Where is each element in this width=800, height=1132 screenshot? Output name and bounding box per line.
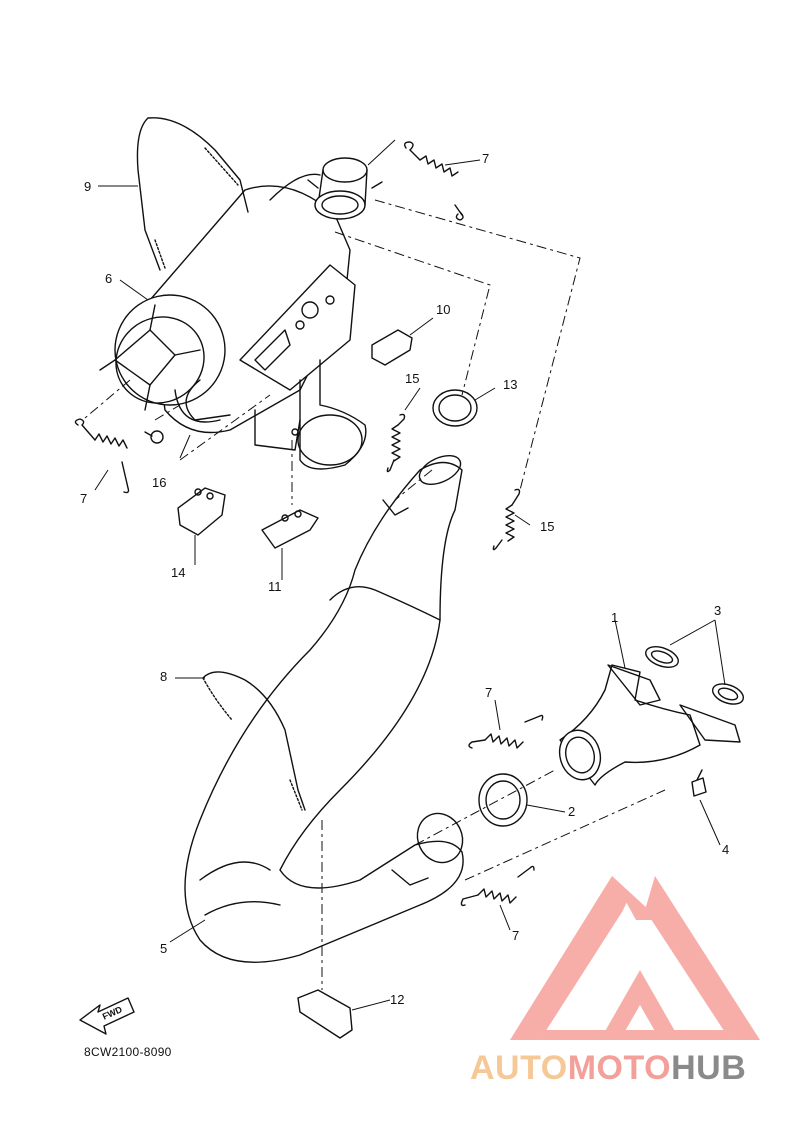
spring-15-lower: [492, 488, 521, 551]
fwd-arrow: [79, 997, 135, 1035]
leader-lines: [94, 139, 726, 1011]
callout-5: 5: [160, 941, 168, 956]
callout-7-low: 7: [512, 928, 520, 943]
exhaust-pipe: [184, 454, 464, 963]
watermark-text-auto: AUTO: [470, 1049, 568, 1087]
spring-7-left: [74, 418, 130, 494]
damper-10: [371, 329, 413, 366]
callout-14: 14: [171, 565, 186, 580]
manifold-1: [558, 664, 741, 786]
assembly-lines: [84, 199, 666, 990]
callout-2: 2: [568, 804, 576, 819]
callout-1: 1: [611, 610, 619, 625]
callout-7-top: 7: [482, 151, 490, 166]
spring-15-upper: [386, 413, 406, 473]
protector-12: [297, 989, 353, 1039]
callout-10: 10: [436, 302, 451, 317]
callout-7-left: 7: [80, 491, 88, 506]
callout-11: 11: [268, 579, 282, 594]
spring-7-mid: [468, 714, 544, 749]
watermark-text-moto: MOTO: [567, 1049, 672, 1087]
joint-2: [478, 773, 528, 827]
callout-13: 13: [503, 377, 518, 392]
gaskets-3: [645, 646, 745, 705]
joint-pipe-top: [307, 157, 383, 220]
damper-14: [177, 487, 226, 536]
spring-7-top: [403, 141, 464, 221]
hanger-bar-9: [136, 117, 249, 271]
spring-7-low: [460, 865, 535, 907]
callout-6: 6: [105, 271, 113, 286]
callout-8: 8: [160, 669, 168, 684]
callout-15-upper: 15: [405, 371, 420, 386]
callout-7-mid: 7: [485, 685, 493, 700]
callout-16: 16: [152, 475, 167, 490]
part-code: 8CW2100-8090: [84, 1045, 172, 1059]
bolt-4: [691, 769, 707, 797]
watermark-logo: [510, 876, 760, 1040]
callout-3: 3: [714, 603, 722, 618]
watermark-text-hub: HUB: [671, 1049, 747, 1087]
damper-11: [261, 509, 319, 549]
callout-15-lower: 15: [540, 519, 555, 534]
muffler: [99, 173, 367, 470]
callout-12: 12: [390, 992, 405, 1007]
gasket-13: [432, 389, 478, 427]
callout-9: 9: [84, 179, 92, 194]
watermark-text: AUTOMOTOHUB: [470, 1049, 746, 1088]
bolt-16: [144, 430, 164, 444]
callout-4: 4: [722, 842, 730, 857]
hanger-8: [202, 671, 306, 811]
